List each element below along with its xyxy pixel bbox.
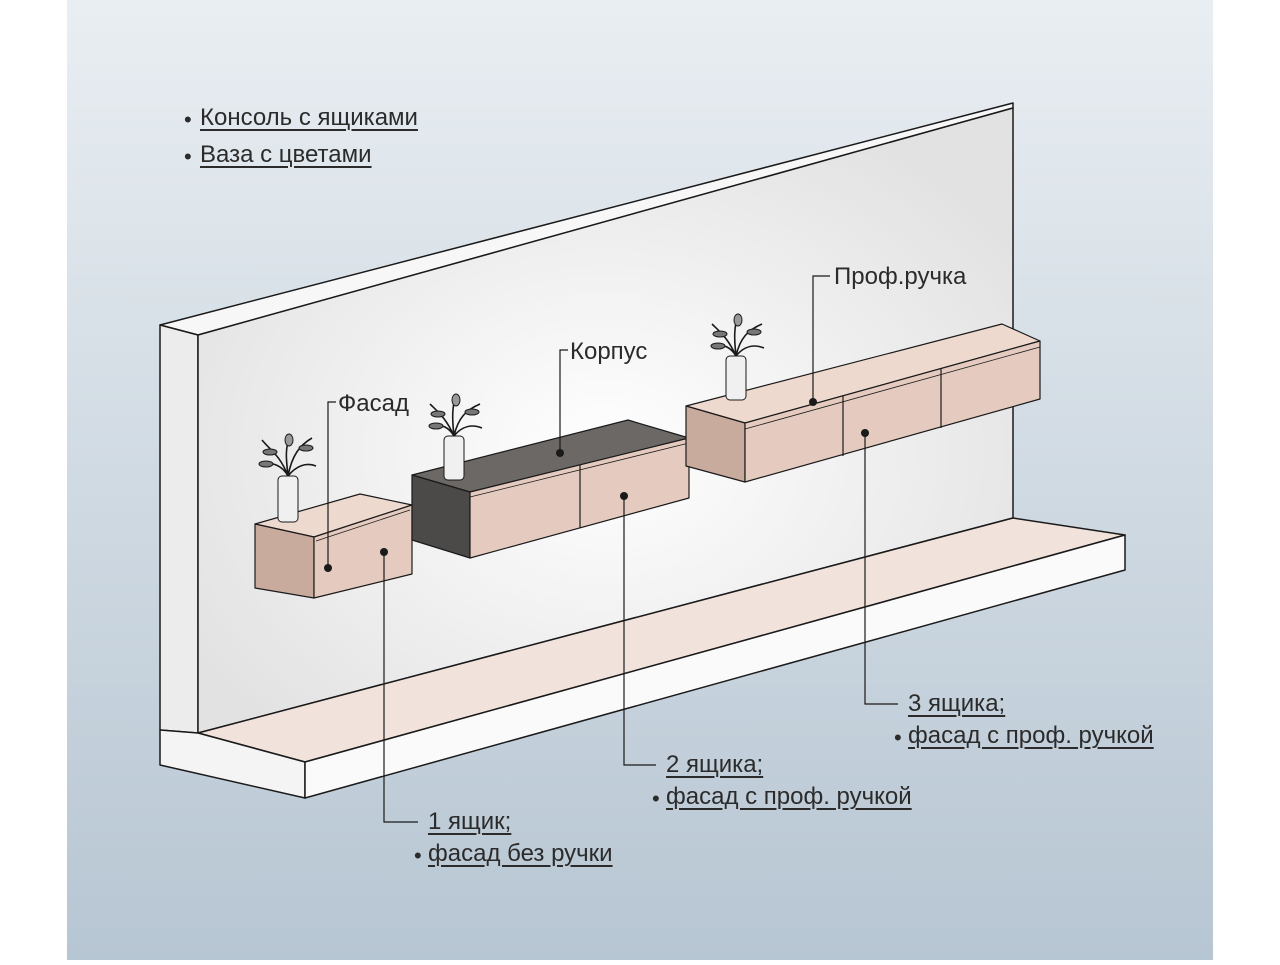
note-3-line-1: 3 ящика; xyxy=(908,690,1006,717)
note-3-line-2: фасад с проф. ручкой xyxy=(908,722,1154,749)
note-3-bullet: • xyxy=(894,725,902,750)
leader-lines xyxy=(327,275,898,823)
leader-1-drawer xyxy=(383,552,418,823)
leader-facade xyxy=(327,401,336,568)
legend-item-vase: Ваза с цветами xyxy=(200,141,372,168)
note-2-bullet: • xyxy=(652,786,660,811)
floor-plinth xyxy=(159,517,1126,799)
vase-with-flowers-3 xyxy=(710,313,765,401)
note-2-line-1: 2 ящика; xyxy=(666,751,764,778)
console-unit-1 xyxy=(254,493,413,599)
note-2-line-2: фасад с проф. ручкой xyxy=(666,783,912,810)
callout-handle: Проф.ручка xyxy=(834,263,967,290)
callout-korpus: Корпус xyxy=(570,338,648,365)
legend-bullet-2: • xyxy=(184,144,192,169)
vase-with-flowers-2 xyxy=(428,393,483,481)
console-unit-2 xyxy=(411,419,690,559)
legend-item-console: Консоль с ящиками xyxy=(200,104,418,131)
vase-with-flowers-1 xyxy=(258,433,317,523)
leader-2-drawers xyxy=(623,496,656,766)
callout-facade: Фасад xyxy=(338,390,409,417)
console-unit-3 xyxy=(685,323,1041,483)
leader-dots xyxy=(324,398,869,572)
leader-handle xyxy=(812,275,830,402)
note-1-line-2: фасад без ручки xyxy=(428,840,613,867)
note-1-bullet: • xyxy=(414,843,422,868)
legend-bullet-1: • xyxy=(184,107,192,132)
note-1-line-1: 1 ящик; xyxy=(428,808,512,835)
leader-3-drawers xyxy=(864,433,898,705)
leader-korpus xyxy=(559,349,568,453)
